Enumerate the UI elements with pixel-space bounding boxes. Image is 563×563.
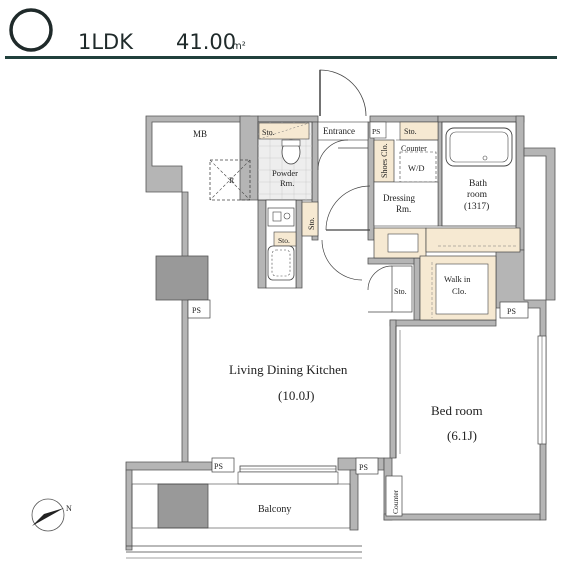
wall-bed-divider xyxy=(389,319,397,459)
ps-bottom-mid-label: PS xyxy=(359,463,368,472)
wd-box xyxy=(399,151,437,183)
wall-right-notch xyxy=(523,147,556,301)
bed-size: (6.1J) xyxy=(447,428,477,443)
unit-letter: O xyxy=(20,14,21,15)
unit-letter-circle xyxy=(9,8,53,52)
powder-label-2: Rm. xyxy=(280,178,294,188)
wall-mb-right xyxy=(239,115,259,201)
balcony-label: Balcony xyxy=(258,504,291,515)
column-balcony xyxy=(157,483,209,529)
wall-mb xyxy=(145,115,251,193)
bed-room: Bed room (6.1J) Counter xyxy=(385,326,547,517)
ps-right-label: PS xyxy=(507,307,516,316)
unit-type: 1LDK xyxy=(78,30,134,54)
ps-entrance-label: PS xyxy=(372,127,380,136)
living-dining-kitchen: Living Dining Kitchen (10.0J) xyxy=(229,362,348,485)
wall-left xyxy=(181,191,189,463)
column-left xyxy=(155,255,209,301)
storage-middle: Sto. xyxy=(321,239,413,313)
wall-top-2 xyxy=(369,115,439,123)
wall-top-1 xyxy=(257,115,319,123)
walk-in-closet: Walk in Clo. xyxy=(419,255,497,321)
mb-room: MB R xyxy=(193,129,251,201)
wall-bed-top xyxy=(389,319,497,327)
ldk-size: (10.0J) xyxy=(278,388,314,403)
counter-top-label: Counter xyxy=(401,144,427,153)
powder-room: Sto. Powder Rm. xyxy=(257,121,313,201)
bed-name: Bed room xyxy=(431,403,483,418)
wall-bottom-left xyxy=(125,461,213,471)
wall-kitchen-left xyxy=(257,199,267,289)
wall-entrance-right xyxy=(367,121,375,241)
kitchen: Sto. xyxy=(265,199,297,289)
entrance: Entrance PS xyxy=(317,69,387,171)
sto-middle-label: Sto. xyxy=(394,287,407,296)
ps-left-label: PS xyxy=(192,306,201,315)
sto-vertical-label: Sto. xyxy=(307,217,316,230)
ps-boxes: PS PS PS PS xyxy=(187,299,529,475)
north-arrow: N xyxy=(31,498,72,532)
wall-bath-left xyxy=(437,121,443,227)
wall-balcony-left xyxy=(125,469,133,551)
area-unit: m² xyxy=(232,41,246,52)
counter-bottom-label: Counter xyxy=(391,489,400,514)
wall-top-3 xyxy=(437,115,525,123)
north-label: N xyxy=(66,504,72,513)
bath-label-1: Bath xyxy=(469,179,487,189)
shoes-closet-label: Shoes Clo. xyxy=(380,143,389,178)
ldk-name: Living Dining Kitchen xyxy=(229,362,348,377)
wd-label: W/D xyxy=(408,163,425,173)
sto-top-left-label: Sto. xyxy=(262,128,275,137)
mb-label: MB xyxy=(193,129,207,139)
wall-bed-bottom xyxy=(383,513,541,521)
wall-sto-top xyxy=(367,257,419,265)
sto-toilet-label: Sto. xyxy=(278,236,290,245)
bath-label-3: (1317) xyxy=(464,201,489,212)
r-label: R xyxy=(229,176,235,185)
wall-balcony-right xyxy=(349,469,359,531)
dressing-label-1: Dressing xyxy=(383,193,415,203)
powder-label-1: Powder xyxy=(272,168,298,178)
dressing-room: Dressing Rm. xyxy=(325,181,521,259)
north-arrow-icon xyxy=(32,508,64,526)
bath-label-2: room xyxy=(467,190,488,200)
balcony: Balcony xyxy=(126,483,362,559)
sink xyxy=(267,245,295,281)
sto-top-right-label: Sto. xyxy=(404,127,417,136)
dressing-label-2: Rm. xyxy=(396,204,411,214)
header: 1LDK 41.00 m² xyxy=(5,8,557,59)
bathroom: Bath room (1317) xyxy=(441,121,517,227)
ps-bottom-left-label: PS xyxy=(214,462,223,471)
wall-sto-right xyxy=(413,257,421,321)
wall-kitchen-right xyxy=(295,199,303,289)
bathtub xyxy=(445,127,513,167)
entrance-label: Entrance xyxy=(323,126,355,136)
walkin-label-1: Walk in xyxy=(444,274,471,284)
cabinet-bath-side xyxy=(425,227,521,253)
entry-door xyxy=(319,69,367,117)
header-rule xyxy=(5,56,557,59)
walkin-label-2: Clo. xyxy=(452,286,466,296)
shaft-r xyxy=(209,159,251,201)
storage-vertical: Sto. xyxy=(301,201,319,237)
area-value: 41.00 xyxy=(176,30,236,54)
shoes-closet: Shoes Clo. Sto. Counter W/D xyxy=(373,121,439,183)
